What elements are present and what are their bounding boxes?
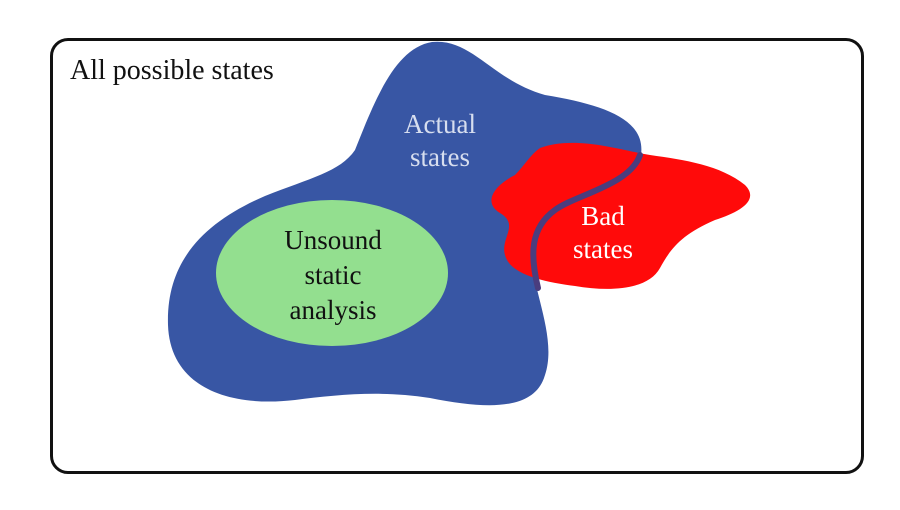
actual-states-label-line1: Actual bbox=[404, 109, 476, 139]
bad-states-label-line1: Bad bbox=[581, 201, 625, 231]
unsound-analysis-label-line1: Unsound bbox=[284, 225, 382, 255]
unsound-analysis-label-line3: analysis bbox=[290, 295, 377, 325]
unsound-static-analysis-region bbox=[216, 200, 448, 346]
overlap-boundary bbox=[530, 152, 643, 291]
all-possible-states-label: All possible states bbox=[70, 55, 274, 86]
all-possible-states-box bbox=[50, 38, 864, 474]
bad-states-label-line2: states bbox=[573, 234, 633, 264]
bad-states-region bbox=[491, 142, 751, 289]
unsound-analysis-label-line2: static bbox=[305, 260, 362, 290]
actual-states-label-line2: states bbox=[410, 142, 470, 172]
